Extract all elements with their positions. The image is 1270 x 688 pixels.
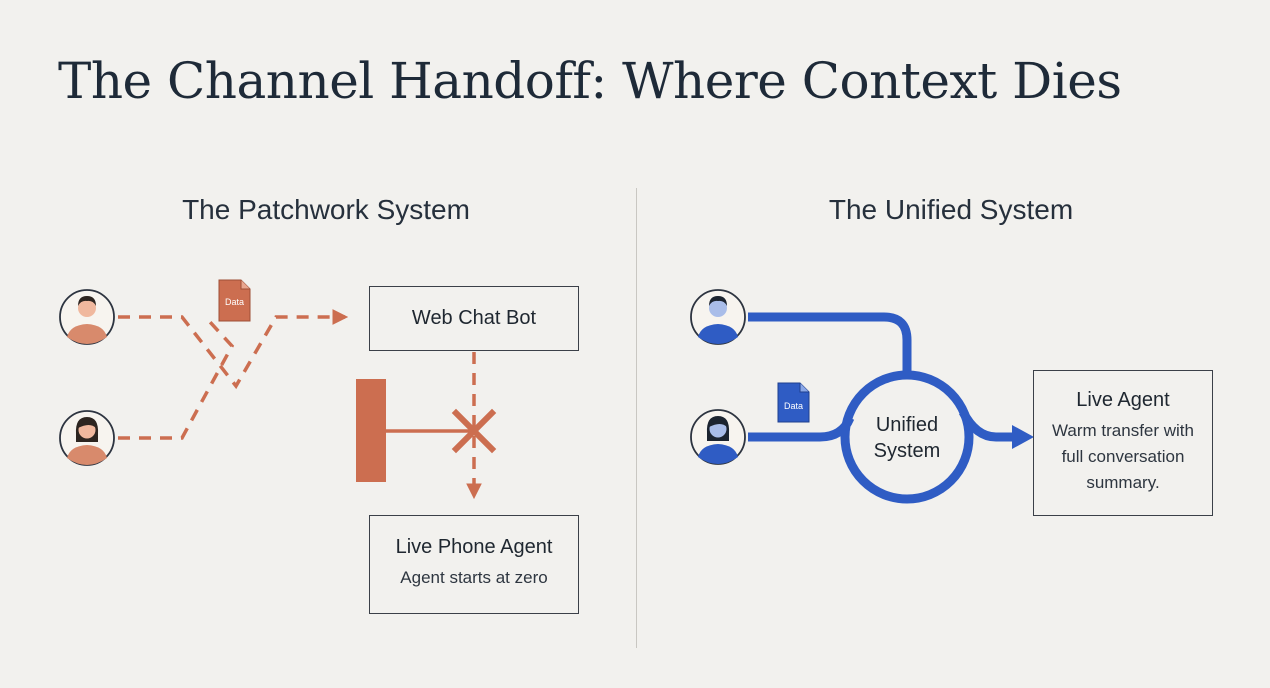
data-document-icon: Data: [218, 279, 251, 322]
blocked-x-icon: [451, 408, 497, 454]
live-agent-sub-line: full conversation: [1061, 447, 1185, 466]
unified-heading: The Unified System: [828, 194, 1074, 225]
data-doc-label-right: Data: [784, 401, 803, 411]
live-agent-box: Live Agent Warm transfer with full conve…: [1033, 370, 1213, 516]
live-phone-agent-box: Live Phone Agent Agent starts at zero: [369, 515, 579, 614]
data-doc-label-left: Data: [225, 297, 244, 307]
user-avatar-icon-female: [59, 410, 115, 466]
dashed-path-top-user: [118, 309, 349, 390]
live-agent-sub-line: Warm transfer with: [1051, 421, 1194, 440]
data-document-icon-unified: Data: [777, 382, 810, 423]
dashed-path-bottom-user: [118, 320, 235, 440]
panel-divider: [636, 188, 637, 648]
unified-hub-circle: [840, 370, 974, 504]
unified-label-line1: Unified: [875, 414, 939, 436]
unified-system-label: Unified System: [855, 412, 959, 464]
solid-path-top-user: [748, 312, 912, 372]
solid-path-to-live-agent: [959, 409, 1014, 442]
patchwork-heading: The Patchwork System: [182, 194, 470, 225]
live-agent-label: Live Agent: [1076, 389, 1170, 411]
live-phone-agent-sub: Agent starts at zero: [400, 568, 548, 587]
live-agent-sub-line: summary.: [1086, 473, 1160, 492]
web-chat-bot-label: Web Chat Bot: [411, 307, 537, 329]
page-title: The Channel Handoff: Where Context Dies: [58, 52, 1122, 110]
user-avatar-icon-male-unified: [690, 289, 746, 345]
unified-label-line2: System: [873, 440, 941, 462]
flow-arrowhead: [1012, 425, 1034, 449]
live-phone-agent-label: Live Phone Agent: [395, 536, 553, 558]
web-chat-bot-box: Web Chat Bot: [369, 286, 579, 351]
user-avatar-icon-female-unified: [690, 409, 746, 465]
barrier-wall: [356, 379, 386, 482]
user-avatar-icon-male: [59, 289, 115, 345]
